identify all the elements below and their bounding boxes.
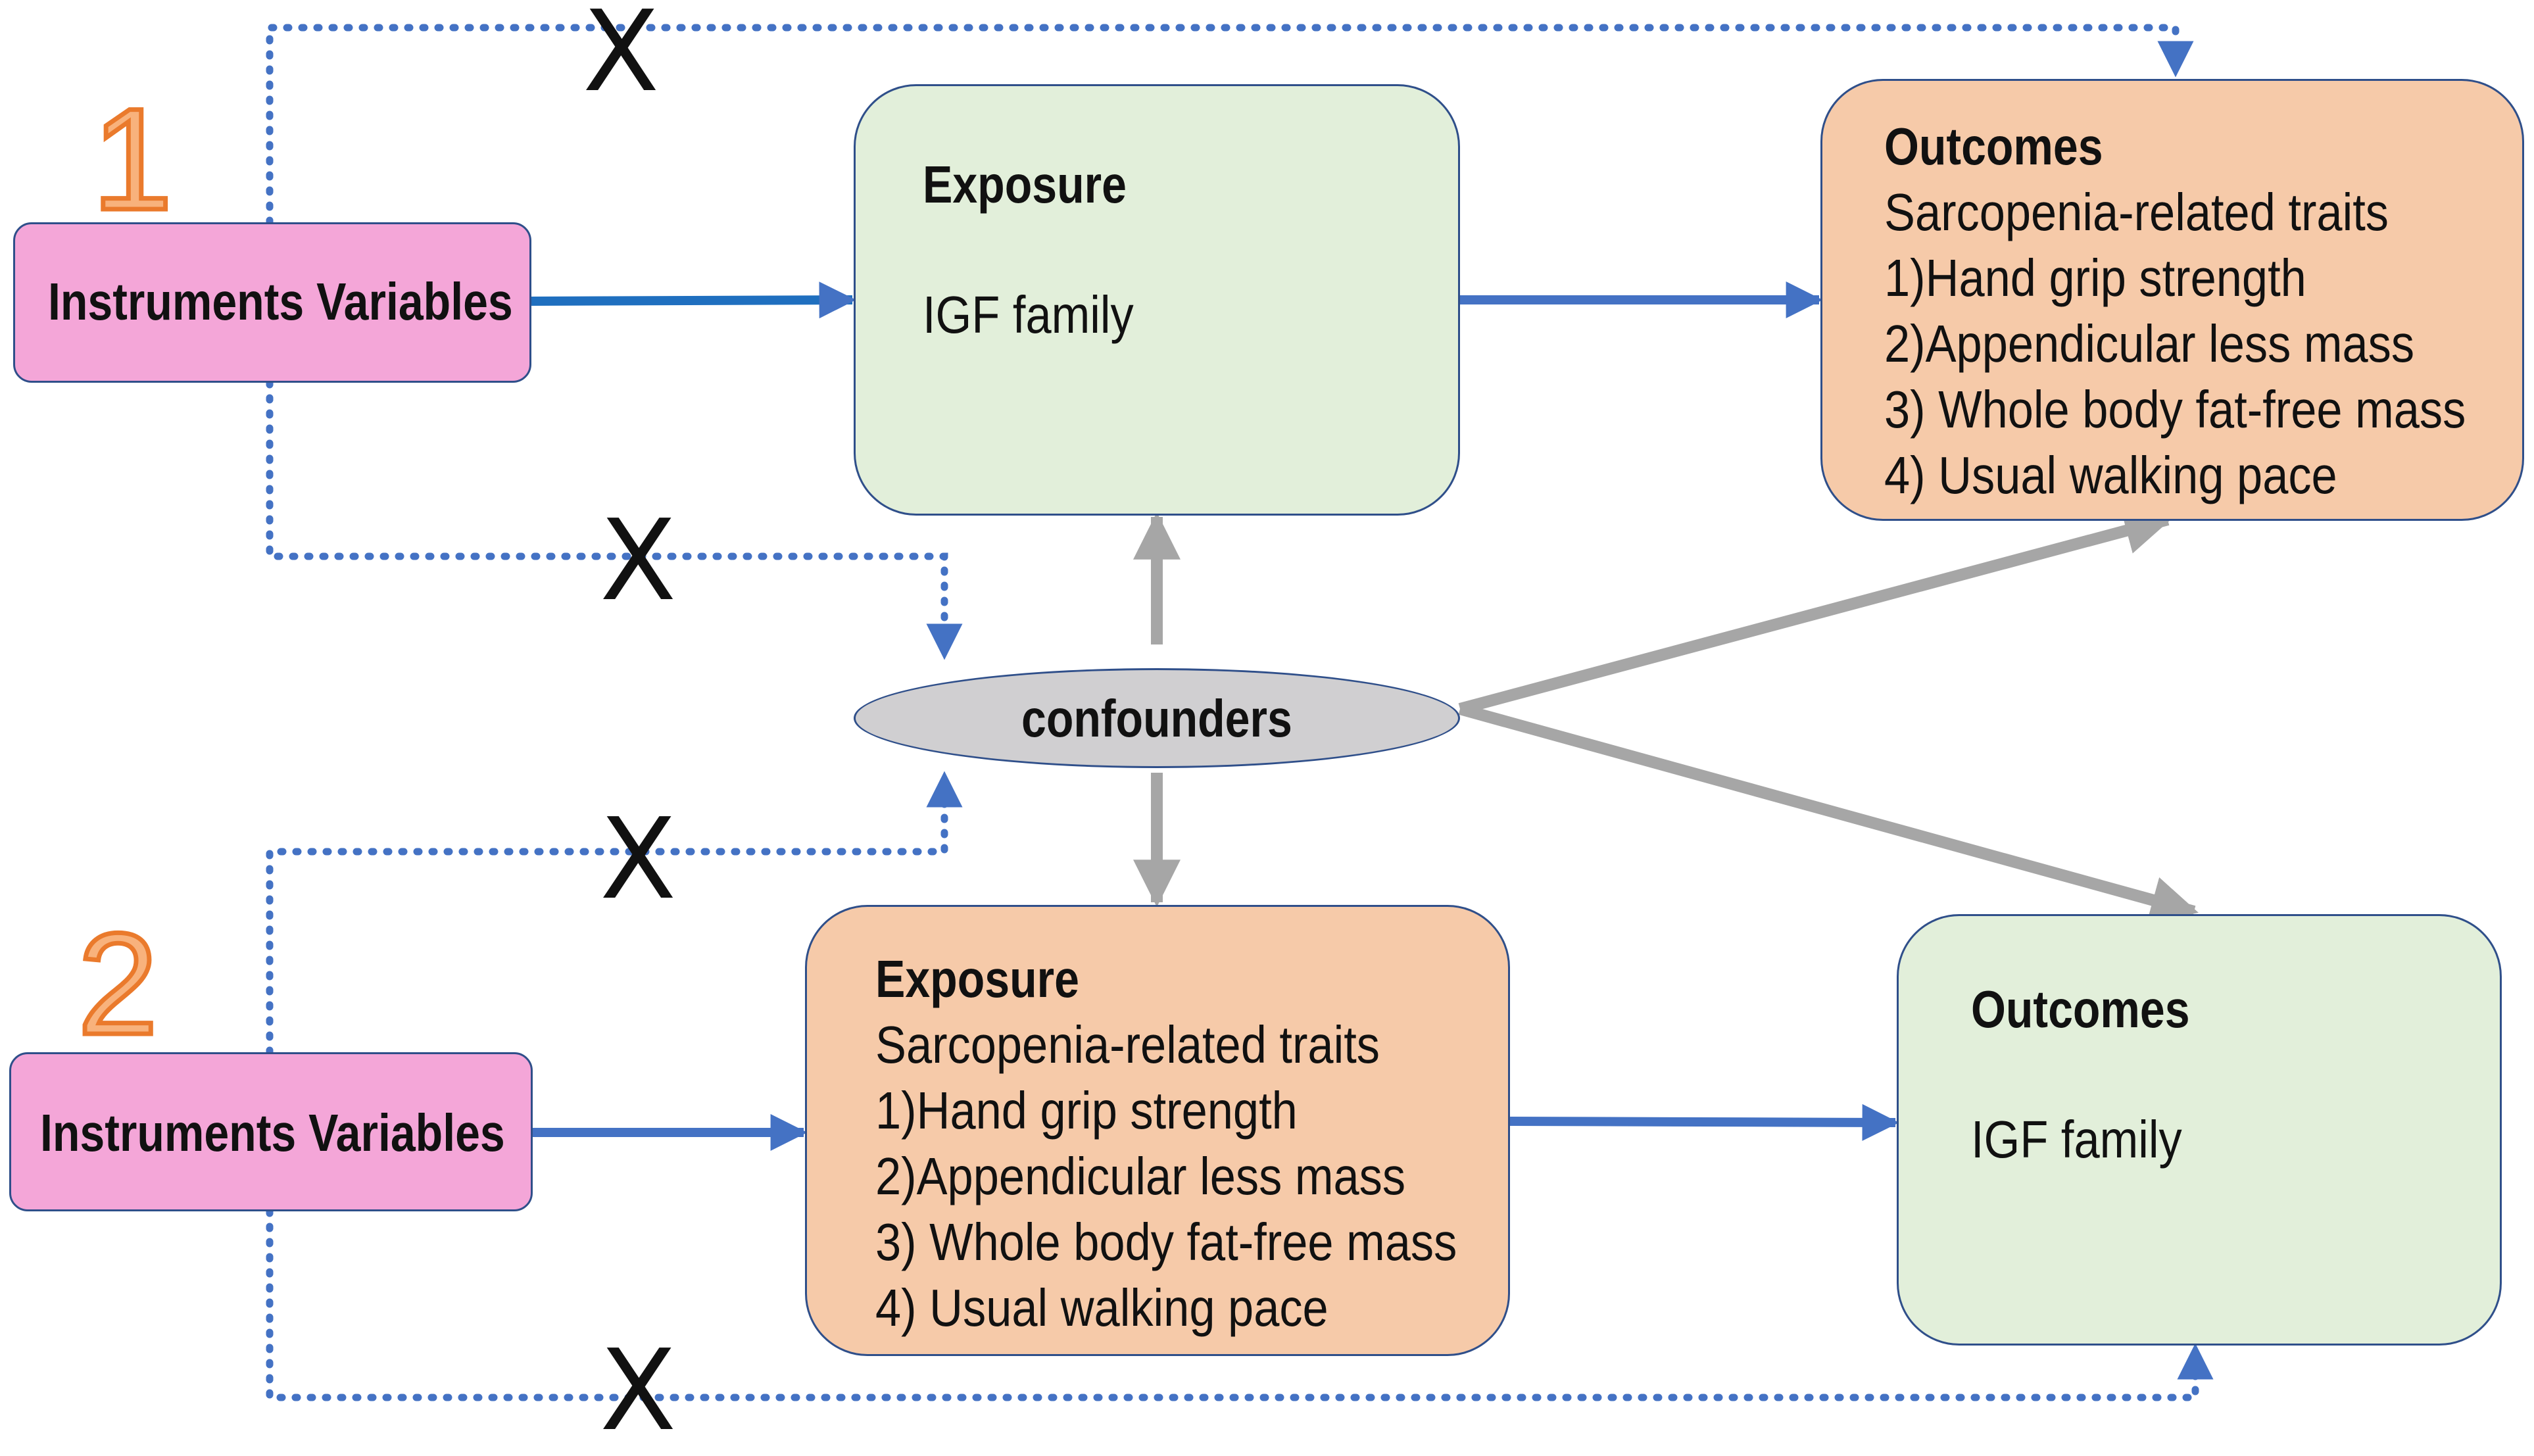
confounders-node: confounders bbox=[854, 668, 1460, 768]
scenario1-outcomes-subtitle: Sarcopenia-related traits bbox=[1884, 183, 2389, 241]
x-mark-lower-middle: X bbox=[600, 794, 677, 925]
scenario1-outcomes-item: 4) Usual walking pace bbox=[1884, 446, 2337, 504]
arrow-confounders-to-outcomes1 bbox=[1458, 507, 2172, 715]
scenario2-outcomes-box: Outcomes IGF family bbox=[1897, 914, 2502, 1346]
scenario1-iv-box: Instruments Variables bbox=[13, 222, 531, 383]
scenario2-outcomes-body: IGF family bbox=[1971, 1110, 2182, 1169]
x-mark-top: X bbox=[583, 0, 660, 117]
scenario2-iv-box: Instruments Variables bbox=[9, 1052, 533, 1211]
scenario1-number: 1 bbox=[89, 78, 174, 240]
scenario1-outcomes-item: 2)Appendicular less mass bbox=[1884, 314, 2415, 373]
scenario2-exposure-item: 1)Hand grip strength bbox=[875, 1081, 1298, 1140]
dotted-iv1-to-outcomes1 bbox=[266, 24, 2194, 226]
scenario1-outcomes-title: Outcomes bbox=[1884, 117, 2103, 176]
scenario1-outcomes-item: 3) Whole body fat-free mass bbox=[1884, 380, 2466, 439]
arrow-exposure2-to-outcomes2 bbox=[1509, 1104, 1899, 1141]
arrow-confounders-to-outcomes2 bbox=[1458, 703, 2199, 923]
scenario2-exposure-item: 4) Usual walking pace bbox=[875, 1278, 1328, 1337]
x-mark-upper-middle: X bbox=[600, 496, 677, 626]
scenario1-exposure-box: Exposure IGF family bbox=[854, 84, 1460, 516]
scenario2-number: 2 bbox=[75, 903, 160, 1065]
dotted-iv2-to-outcomes2 bbox=[266, 1207, 2214, 1401]
x-mark-bottom: X bbox=[600, 1326, 677, 1456]
scenario2-exposure-item: 3) Whole body fat-free mass bbox=[875, 1213, 1457, 1271]
dotted-iv1-to-confounders bbox=[266, 379, 963, 660]
scenario2-iv-label: Instruments Variables bbox=[40, 1104, 505, 1162]
scenario1-outcomes-item: 1)Hand grip strength bbox=[1884, 249, 2306, 307]
scenario1-outcomes-box: Outcomes Sarcopenia-related traits 1)Han… bbox=[1820, 79, 2524, 521]
scenario2-outcomes-title: Outcomes bbox=[1971, 980, 2190, 1038]
scenario1-exposure-title: Exposure bbox=[923, 155, 1127, 214]
scenario1-exposure-body: IGF family bbox=[923, 285, 1134, 344]
scenario2-exposure-subtitle: Sarcopenia-related traits bbox=[875, 1015, 1380, 1074]
scenario2-exposure-box: Exposure Sarcopenia-related traits 1)Han… bbox=[805, 905, 1510, 1356]
scenario2-exposure-item: 2)Appendicular less mass bbox=[875, 1147, 1406, 1205]
scenario2-exposure-title: Exposure bbox=[875, 950, 1079, 1008]
arrow-iv1-to-exposure1 bbox=[531, 281, 856, 319]
confounders-label: confounders bbox=[1021, 689, 1292, 748]
scenario1-iv-label: Instruments Variables bbox=[48, 272, 513, 331]
